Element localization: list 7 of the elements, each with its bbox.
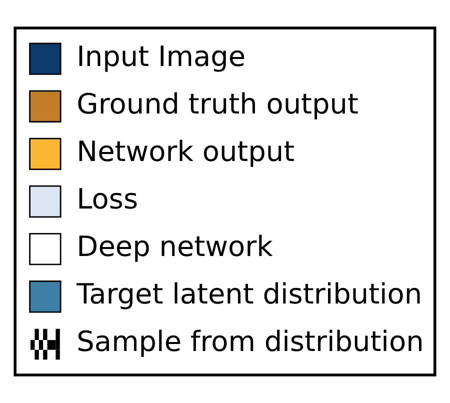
legend-label: Deep network xyxy=(76,230,273,264)
legend-label: Ground truth output xyxy=(76,87,358,120)
legend-label: Target latent distribution xyxy=(76,278,422,311)
legend-label: Network output xyxy=(76,134,295,168)
legend-label: Sample from distribution xyxy=(76,325,424,358)
legend-label: Input Image xyxy=(76,40,246,73)
legend-label: Loss xyxy=(76,182,138,216)
